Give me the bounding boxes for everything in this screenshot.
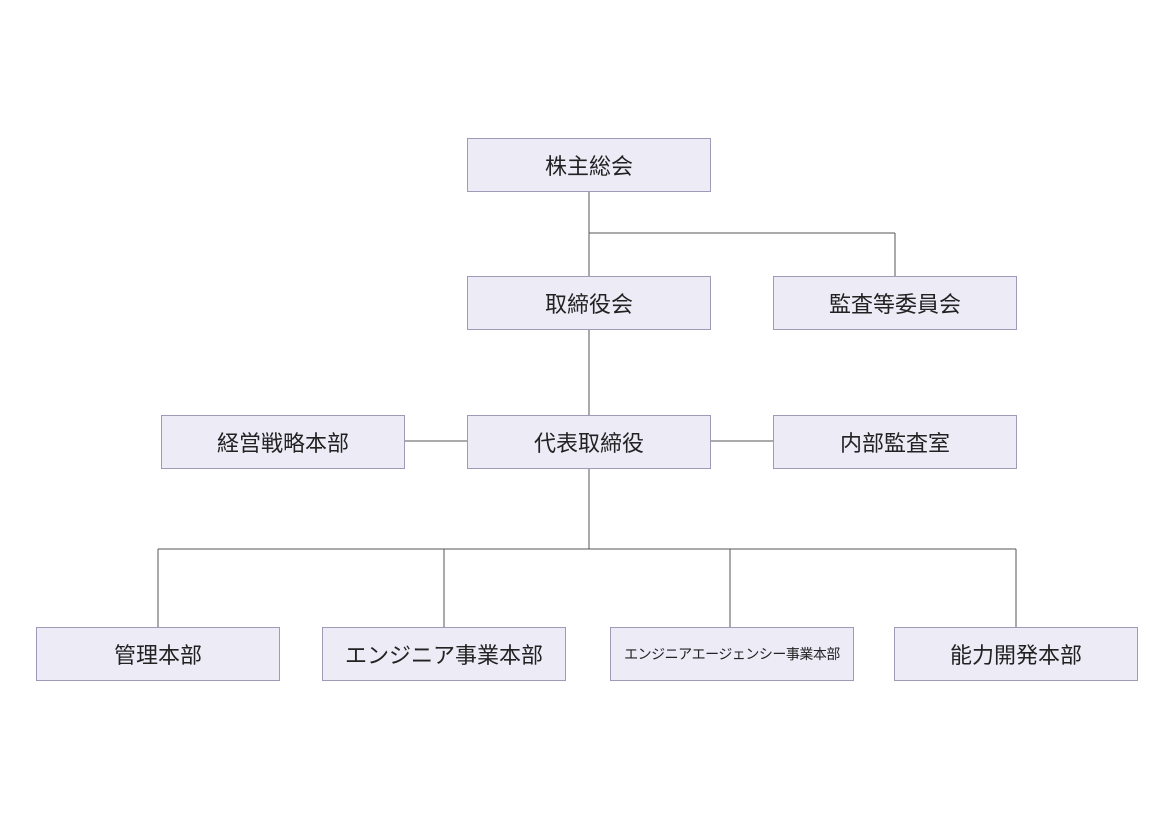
- node-label: 株主総会: [544, 155, 633, 180]
- node-department-engineer-agency: エンジニアエージェンシー事業本部: [610, 627, 854, 681]
- node-label: エンジニア事業本部: [344, 644, 543, 669]
- node-department-administration: 管理本部: [36, 627, 280, 681]
- node-label: 監査等委員会: [828, 293, 961, 318]
- node-representative-director: 代表取締役: [467, 415, 711, 469]
- node-department-engineer-business: エンジニア事業本部: [322, 627, 566, 681]
- node-internal-audit: 内部監査室: [773, 415, 1017, 469]
- node-label: 内部監査室: [839, 432, 950, 457]
- node-shareholders-meeting: 株主総会: [467, 138, 711, 192]
- node-label: 能力開発本部: [949, 644, 1082, 669]
- node-corporate-strategy: 経営戦略本部: [161, 415, 405, 469]
- node-label: 代表取締役: [533, 432, 644, 457]
- node-board-of-directors: 取締役会: [467, 276, 711, 330]
- node-department-capability-development: 能力開発本部: [894, 627, 1138, 681]
- node-label: 経営戦略本部: [216, 432, 349, 457]
- node-label: エンジニアエージェンシー事業本部: [624, 647, 840, 663]
- node-label: 管理本部: [113, 644, 202, 669]
- node-label: 取締役会: [544, 293, 633, 318]
- node-audit-committee: 監査等委員会: [773, 276, 1017, 330]
